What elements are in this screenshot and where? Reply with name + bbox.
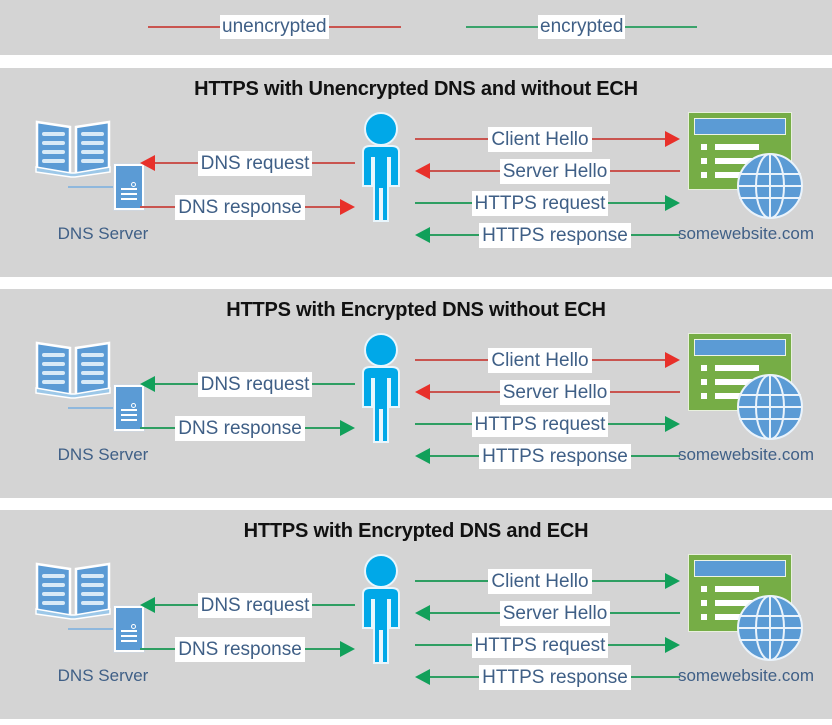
server-gear-icon — [131, 403, 136, 408]
flow-dns-request: DNS request — [140, 592, 355, 618]
flow-label: HTTPS response — [479, 222, 631, 248]
browser-titlebar — [694, 339, 786, 356]
legend-line-encrypted-2 — [625, 26, 698, 28]
flow-label: Server Hello — [499, 379, 611, 405]
flow-https-response: HTTPS response — [415, 443, 681, 469]
website-label: somewebsite.com — [677, 224, 815, 243]
flow-label: HTTPS request — [471, 632, 609, 658]
flow-label: Client Hello — [488, 347, 592, 373]
website-actor: somewebsite.com — [678, 112, 814, 243]
server-lines — [121, 188, 137, 201]
flow-https-request: HTTPS request — [415, 632, 680, 658]
flow-client-hello: Client Hello — [415, 568, 680, 594]
legend: unencrypted encrypted — [0, 0, 832, 55]
book-icon — [34, 558, 112, 620]
server-icon — [113, 605, 145, 653]
globe-icon — [736, 152, 804, 220]
legend-item-encrypted: encrypted — [466, 12, 698, 42]
website-actor: somewebsite.com — [678, 333, 814, 464]
flow-client-hello: Client Hello — [415, 126, 680, 152]
flow-server-hello: Server Hello — [415, 158, 681, 184]
flow-dns-request: DNS request — [140, 371, 355, 397]
dns-server-actor: DNS Server — [28, 337, 178, 464]
user-person-icon — [353, 333, 409, 443]
panel-encrypted-dns-no-ech: HTTPS with Encrypted DNS without ECH — [0, 289, 832, 498]
browser-content-rows — [701, 365, 759, 407]
flow-dns-request: DNS request — [140, 150, 355, 176]
flow-label: HTTPS request — [471, 190, 609, 216]
globe-icon — [736, 373, 804, 441]
globe-icon — [736, 594, 804, 662]
legend-item-unencrypted: unencrypted — [148, 12, 401, 42]
flow-server-hello: Server Hello — [415, 379, 681, 405]
flow-label: DNS response — [175, 636, 305, 662]
flow-label: DNS request — [197, 592, 313, 618]
server-lines — [121, 630, 137, 643]
dns-link-line — [68, 186, 118, 188]
browser-titlebar — [694, 560, 786, 577]
legend-label-encrypted: encrypted — [538, 15, 626, 39]
browser-content-rows — [701, 586, 759, 628]
website-label: somewebsite.com — [677, 666, 815, 685]
flow-label: HTTPS response — [479, 443, 631, 469]
dns-server-label: DNS Server — [57, 445, 149, 464]
flow-https-response: HTTPS response — [415, 664, 681, 690]
website-label: somewebsite.com — [677, 445, 815, 464]
legend-line-encrypted — [466, 26, 538, 28]
server-gear-icon — [131, 182, 136, 187]
server-icon — [113, 163, 145, 211]
browser-window-icon — [688, 333, 792, 411]
flow-label: DNS request — [197, 150, 313, 176]
flow-https-request: HTTPS request — [415, 190, 680, 216]
flow-label: DNS request — [197, 371, 313, 397]
user-person-icon — [353, 554, 409, 664]
dns-server-actor: DNS Server — [28, 116, 178, 243]
flow-dns-response: DNS response — [140, 636, 355, 662]
panel-title: HTTPS with Encrypted DNS and ECH — [243, 520, 589, 542]
flow-label: Server Hello — [499, 600, 611, 626]
flow-https-response: HTTPS response — [415, 222, 681, 248]
panel-title: HTTPS with Encrypted DNS without ECH — [226, 299, 606, 321]
dns-server-label: DNS Server — [57, 224, 149, 243]
legend-line-unencrypted-2 — [328, 26, 401, 28]
book-icon — [34, 337, 112, 399]
flow-label: DNS response — [175, 415, 305, 441]
panel-title: HTTPS with Unencrypted DNS and without E… — [194, 78, 638, 100]
flow-label: Server Hello — [499, 158, 611, 184]
server-lines — [121, 409, 137, 422]
flow-dns-response: DNS response — [140, 194, 355, 220]
browser-titlebar — [694, 118, 786, 135]
flow-label: HTTPS response — [479, 664, 631, 690]
legend-label-unencrypted: unencrypted — [220, 15, 329, 39]
flow-dns-response: DNS response — [140, 415, 355, 441]
dns-server-label: DNS Server — [57, 666, 149, 685]
server-icon — [113, 384, 145, 432]
flow-label: DNS response — [175, 194, 305, 220]
dns-link-line — [68, 628, 118, 630]
flow-label: Client Hello — [488, 126, 592, 152]
server-gear-icon — [131, 624, 136, 629]
flow-label: Client Hello — [488, 568, 592, 594]
flow-client-hello: Client Hello — [415, 347, 680, 373]
browser-content-rows — [701, 144, 759, 186]
website-actor: somewebsite.com — [678, 554, 814, 685]
flow-https-request: HTTPS request — [415, 411, 680, 437]
dns-link-line — [68, 407, 118, 409]
flow-label: HTTPS request — [471, 411, 609, 437]
panel-encrypted-dns-and-ech: HTTPS with Encrypted DNS and ECH — [0, 510, 832, 719]
dns-server-actor: DNS Server — [28, 558, 178, 685]
book-icon — [34, 116, 112, 178]
legend-line-unencrypted — [148, 26, 220, 28]
flow-server-hello: Server Hello — [415, 600, 681, 626]
panel-unencrypted-dns: HTTPS with Unencrypted DNS and without E… — [0, 68, 832, 277]
user-person-icon — [353, 112, 409, 222]
